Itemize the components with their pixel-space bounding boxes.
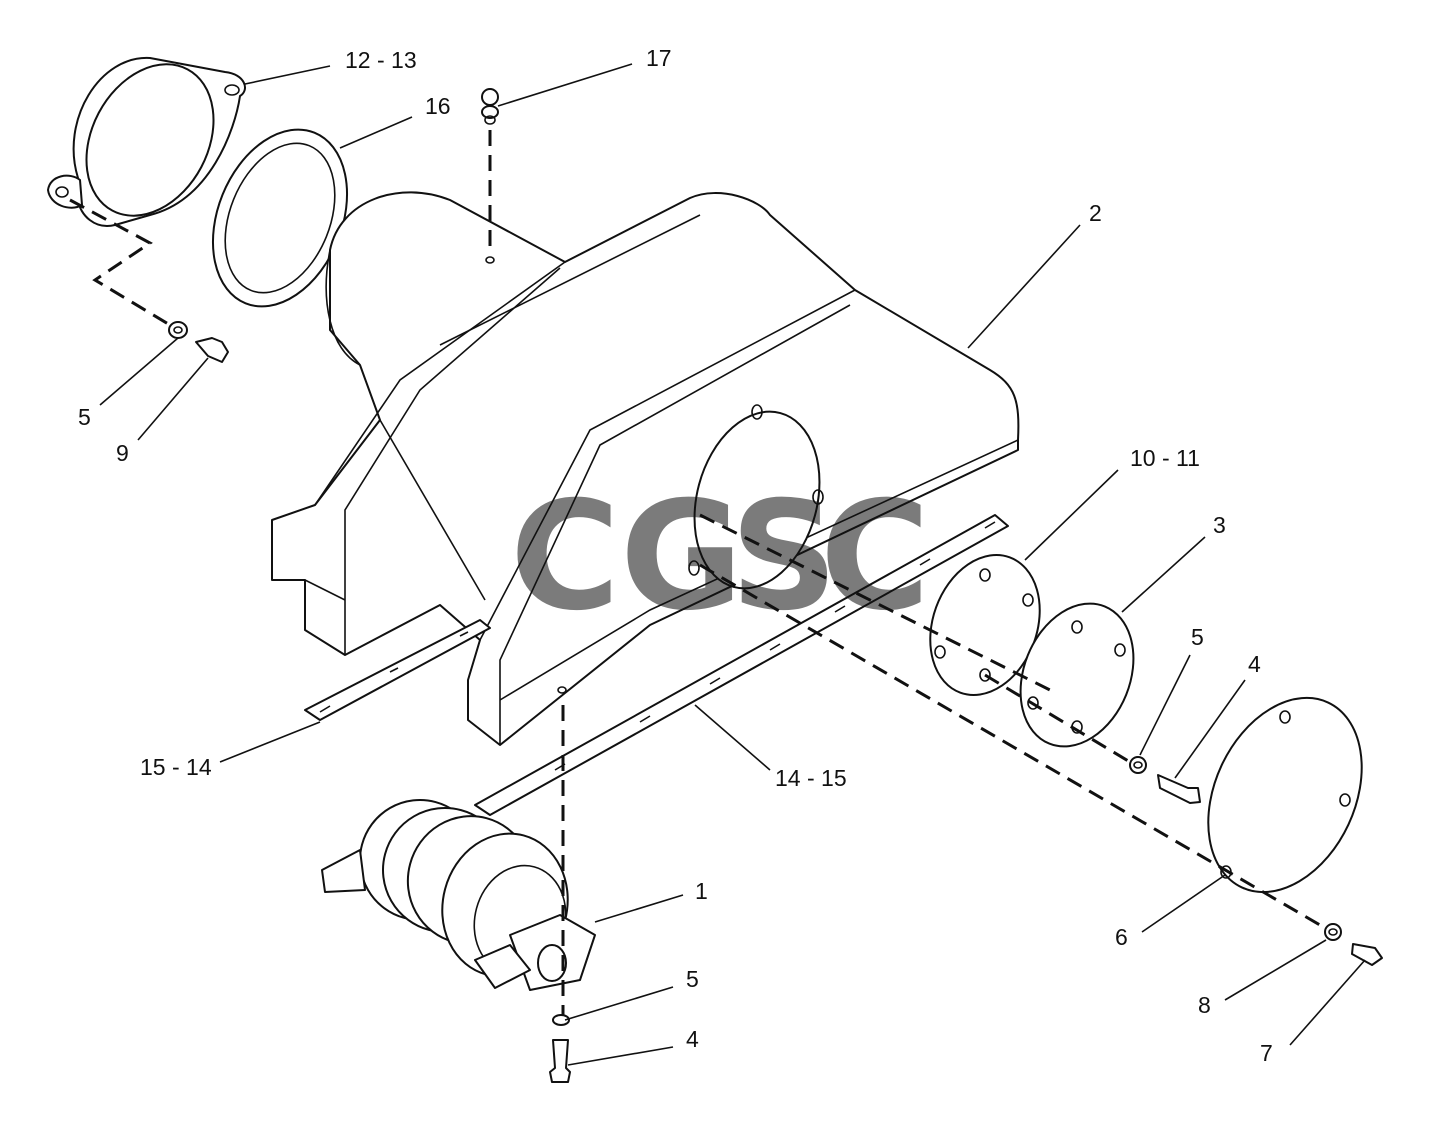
gasket-12-13: [47, 56, 246, 227]
callout-5-right: 5: [1191, 624, 1204, 650]
fittings: [168, 88, 1383, 1083]
assembly-lines: [69, 130, 1321, 1015]
callout-3: 3: [1213, 512, 1226, 538]
callout-5-upper-left: 5: [78, 404, 91, 430]
callout-6: 6: [1115, 924, 1128, 950]
callout-12-13: 12 - 13: [345, 47, 417, 73]
callout-1: 1: [695, 878, 708, 904]
watermark-letter-c1: C: [510, 470, 620, 644]
cover-3: [1019, 602, 1135, 748]
callout-10-11: 10 - 11: [1130, 445, 1200, 471]
callout-17: 17: [646, 45, 672, 71]
watermark-letter-s: S: [730, 470, 838, 644]
leader-lines: [99, 63, 1366, 1066]
callout-labels: 12 - 13 16 17 2 5 9 10 - 11 3 5 4 15 - 1…: [78, 45, 1273, 1066]
callout-15-14: 15 - 14: [140, 754, 212, 780]
cover-6: [1207, 696, 1363, 894]
callout-2: 2: [1089, 200, 1102, 226]
callout-8: 8: [1198, 992, 1211, 1018]
shim-15-14: [304, 619, 491, 721]
watermark-letter-g: G: [620, 470, 743, 644]
callout-4-right: 4: [1248, 651, 1261, 677]
watermark-logo: C G S C: [510, 470, 930, 644]
callout-14-15: 14 - 15: [775, 765, 847, 791]
callout-9: 9: [116, 440, 129, 466]
watermark-letter-c2: C: [820, 470, 930, 644]
callout-16: 16: [425, 93, 451, 119]
shim-14-15: [474, 514, 1009, 816]
callout-7: 7: [1260, 1040, 1273, 1066]
housing-2: [271, 191, 1020, 746]
callout-5-bottom: 5: [686, 966, 699, 992]
callout-4-bottom: 4: [686, 1026, 699, 1052]
idler-roller-1: [321, 799, 596, 991]
